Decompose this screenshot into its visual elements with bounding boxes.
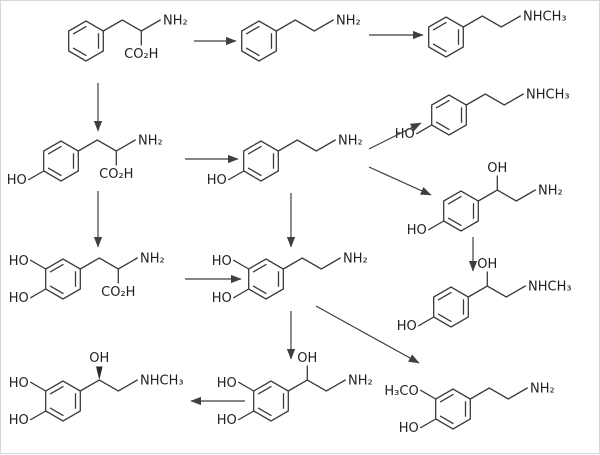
benzene-ring [428, 16, 464, 58]
amino-acid-side-chain [77, 139, 136, 166]
amine-label: NH₂ [336, 14, 361, 29]
molecule-dopamine: NH₂ HO HO [212, 252, 368, 307]
benzene-ring [241, 20, 277, 62]
meta-hydroxy-bond [238, 381, 255, 392]
para-hydroxy-bond [30, 288, 47, 299]
hydroxy-label: HO [217, 413, 237, 428]
molecule-octopamine: OH NH₂ HO [407, 161, 563, 238]
methoxy-label: H₃CO [384, 384, 418, 399]
para-hydroxy-bond [228, 170, 245, 181]
hydroxy-label: HO [397, 319, 417, 334]
ethylamine-side-chain [275, 19, 334, 32]
amine-label: NH₂ [538, 184, 563, 199]
ethylamine-side-chain [277, 139, 336, 152]
amine-label: NH₂ [138, 134, 163, 149]
para-hydroxy-bond [233, 288, 250, 299]
benzene-ring [433, 286, 469, 328]
benzene-ring [431, 94, 467, 136]
molecule-synephrine: OH NHCH₃ HO [397, 257, 572, 334]
hydroxy-label: HO [217, 376, 237, 391]
beta-hydroxy-label: OH [477, 257, 497, 272]
para-hydroxy-bond [28, 170, 45, 181]
acid-label: CO₂H [101, 285, 135, 300]
amine-label: NHCH₃ [526, 88, 570, 103]
acid-label: CO₂H [124, 47, 158, 62]
beta-hydroxy-side-chain [287, 365, 346, 392]
hydroxy-label: HO [207, 173, 227, 188]
acid-label: CO₂H [99, 167, 133, 182]
hydroxy-label: HO [407, 223, 427, 238]
hydroxy-label: HO [212, 291, 232, 306]
ethylamine-side-chain [465, 93, 524, 106]
molecule-tyramine: NH₂ HO [207, 134, 363, 189]
benzene-ring [243, 140, 279, 182]
benzene-ring [253, 380, 289, 422]
ethylamine-side-chain [282, 257, 341, 270]
benzene-ring [43, 140, 79, 182]
para-hydroxy-bond [428, 220, 445, 231]
stereo-wedge-bond [96, 366, 103, 380]
benzene-ring [68, 20, 104, 62]
beta-hydroxy-label: OH [487, 161, 507, 176]
hydroxy-label: HO [7, 173, 27, 188]
molecule-phenylalanine: NH₂ CO₂H [68, 14, 188, 62]
hydroxy-label: HO [399, 421, 419, 436]
hydroxy-label: HO [212, 254, 232, 269]
arrow-tyramine-to-n-methyltyramine [368, 122, 422, 150]
para-hydroxy-bond [418, 316, 435, 327]
hydroxy-label: HO [9, 413, 29, 428]
amine-label: NH₂ [530, 382, 555, 397]
arrow-dopamine-to-3-methoxytyramine [315, 305, 420, 364]
amino-acid-side-chain [102, 19, 161, 46]
amine-label: NH₂ [343, 252, 368, 267]
meta-hydroxy-bond [233, 259, 250, 270]
benzene-ring [443, 190, 479, 232]
para-hydroxy-bond [238, 410, 255, 421]
beta-hydroxy-side-chain [79, 379, 138, 392]
molecule-n-methylphenethylamine: NHCH₃ [428, 10, 567, 58]
meta-methoxy-bond [420, 389, 437, 400]
ethylamine-side-chain [469, 387, 528, 400]
beta-hydroxy-side-chain [467, 271, 526, 298]
meta-hydroxy-bond [30, 381, 47, 392]
amino-acid-side-chain [79, 257, 138, 284]
amine-label: NH₂ [348, 374, 373, 389]
para-hydroxy-bond [416, 124, 433, 135]
arrow-tyramine-to-octopamine [368, 166, 432, 196]
para-hydroxy-bond [30, 410, 47, 421]
amine-label: NH₂ [163, 14, 188, 29]
hydroxy-label: HO [9, 291, 29, 306]
beta-hydroxy-label: OH [297, 351, 317, 366]
benzene-ring [248, 258, 284, 300]
amine-label: NHCH₃ [528, 280, 572, 295]
molecule-epinephrine: OH NHCH₃ HO HO [9, 351, 184, 428]
hydroxy-label: HO [9, 254, 29, 269]
ethylamine-side-chain [462, 15, 521, 28]
beta-hydroxy-label: OH [89, 351, 109, 366]
beta-hydroxy-side-chain [477, 175, 536, 202]
hydroxy-label: HO [395, 127, 415, 142]
amine-label: NH₂ [140, 252, 165, 267]
benzene-ring [45, 380, 81, 422]
molecule-norepinephrine: OH NH₂ HO HO [217, 351, 373, 428]
benzene-ring [45, 258, 81, 300]
amine-label: NHCH₃ [140, 374, 184, 389]
molecule-3-methoxytyramine: NH₂ H₃CO HO [384, 382, 554, 437]
molecule-phenethylamine: NH₂ [241, 14, 361, 62]
amine-label: NHCH₃ [523, 10, 567, 25]
meta-hydroxy-bond [30, 259, 47, 270]
molecule-n-methyltyramine: NHCH₃ HO [395, 88, 570, 143]
para-hydroxy-bond [420, 418, 437, 429]
reaction-arrows [93, 30, 478, 406]
hydroxy-label: HO [9, 376, 29, 391]
molecule-tyrosine: NH₂ CO₂H HO [7, 134, 163, 189]
benzene-ring [435, 388, 471, 430]
amine-label: NH₂ [338, 134, 363, 149]
molecule-dopa: NH₂ CO₂H HO HO [9, 252, 165, 307]
